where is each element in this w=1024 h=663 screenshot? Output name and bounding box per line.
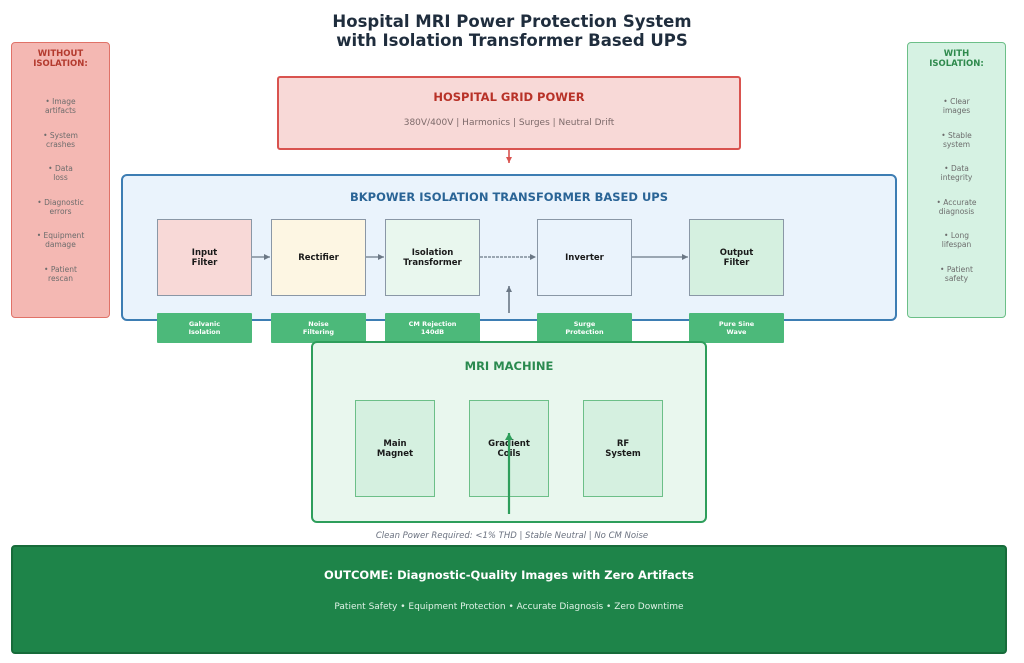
- without-item: • Patient rescan: [44, 264, 77, 283]
- feature-badge-cm-rejection: CM Rejection 140dB: [385, 313, 480, 343]
- feature-badge-galvanic-isolation: Galvanic Isolation: [157, 313, 252, 343]
- outcome-title: OUTCOME: Diagnostic-Quality Images with …: [324, 568, 694, 582]
- component-gradient-coils: Gradient Coils: [469, 400, 549, 497]
- with-isolation-list: • Clear images • Stable system • Data in…: [908, 97, 1005, 299]
- ups-title: BKPOWER ISOLATION TRANSFORMER BASED UPS: [349, 190, 669, 204]
- grid-power-title: HOSPITAL GRID POWER: [433, 90, 585, 104]
- without-isolation-panel: WITHOUT ISOLATION: • Image artifacts • S…: [11, 42, 110, 318]
- title-line-1: Hospital MRI Power Protection System: [332, 12, 692, 31]
- without-item: • System crashes: [43, 130, 78, 149]
- outcome-banner: OUTCOME: Diagnostic-Quality Images with …: [11, 545, 1007, 654]
- grid-power-subtitle: 380V/400V | Harmonics | Surges | Neutral…: [403, 118, 615, 128]
- without-item: • Equipment damage: [36, 231, 85, 250]
- with-item: • Stable system: [941, 130, 972, 149]
- with-item: • Clear images: [942, 97, 971, 115]
- component-rf-system: RF System: [583, 400, 663, 497]
- with-item: • Accurate diagnosis: [936, 197, 977, 216]
- without-item: • Image artifacts: [45, 97, 76, 115]
- diagram-title: Hospital MRI Power Protection System wit…: [0, 12, 1024, 50]
- without-isolation-heading: WITHOUT ISOLATION:: [33, 49, 88, 69]
- title-line-2: with Isolation Transformer Based UPS: [336, 31, 688, 50]
- without-item: • Diagnostic errors: [37, 197, 84, 216]
- with-item: • Long lifespan: [941, 231, 972, 250]
- mri-machine-title: MRI MACHINE: [464, 359, 554, 373]
- grid-power-box: HOSPITAL GRID POWER 380V/400V | Harmonic…: [277, 76, 741, 150]
- without-isolation-list: • Image artifacts • System crashes • Dat…: [12, 97, 109, 299]
- with-isolation-panel: WITH ISOLATION: • Clear images • Stable …: [907, 42, 1006, 318]
- stage-output-filter: Output Filter: [689, 219, 784, 296]
- with-item: • Patient safety: [940, 264, 973, 283]
- outcome-subtitle: Patient Safety • Equipment Protection • …: [334, 602, 684, 612]
- without-item: • Data loss: [48, 164, 73, 183]
- stage-input-filter: Input Filter: [157, 219, 252, 296]
- clean-power-note: Clean Power Required: <1% THD | Stable N…: [375, 531, 649, 541]
- stage-isolation-transformer: Isolation Transformer: [385, 219, 480, 296]
- feature-badge-pure-sine-wave: Pure Sine Wave: [689, 313, 784, 343]
- component-main-magnet: Main Magnet: [355, 400, 435, 497]
- with-isolation-heading: WITH ISOLATION:: [929, 49, 984, 69]
- feature-badge-surge-protection: Surge Protection: [537, 313, 632, 343]
- stage-rectifier: Rectifier: [271, 219, 366, 296]
- stage-inverter: Inverter: [537, 219, 632, 296]
- with-item: • Data integrity: [940, 164, 973, 183]
- feature-badge-noise-filtering: Noise Filtering: [271, 313, 366, 343]
